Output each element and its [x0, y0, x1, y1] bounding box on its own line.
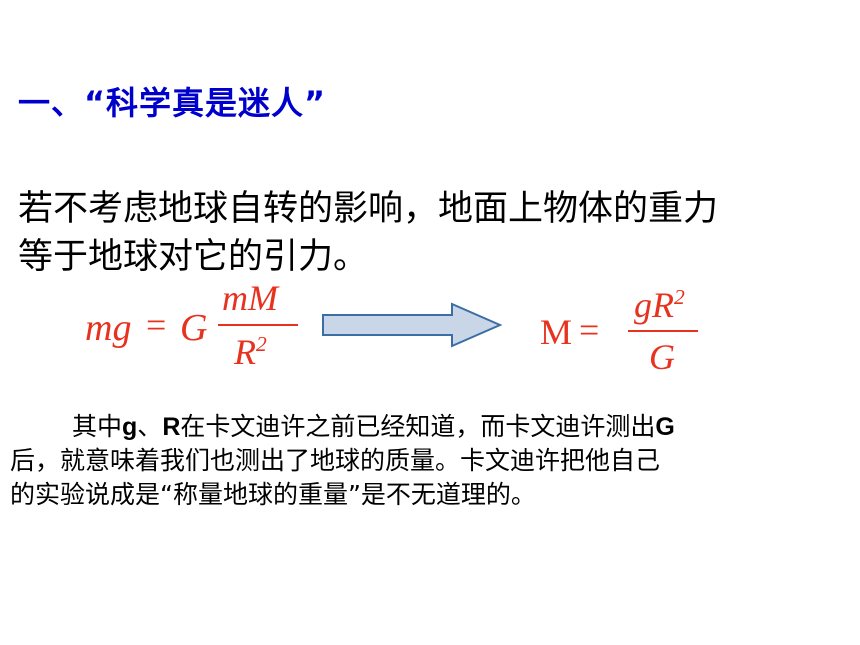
formula-right-fraction-bar — [628, 330, 698, 332]
formula-left-equals: = — [146, 305, 167, 345]
formula-right-numerator-base: gR — [634, 285, 674, 325]
right-arrow-icon — [322, 302, 503, 348]
intro-line-2: 等于地球对它的引力。 — [18, 237, 369, 277]
formula-left-numerator: mM — [222, 278, 278, 318]
paragraph-line-1: 其中g、R在卡文迪许之前已经知道，而卡文迪许测出G — [10, 410, 836, 444]
paragraph-text-1: 其中 — [72, 412, 123, 441]
paragraph-text-2: 、 — [137, 412, 163, 441]
formula-left-fraction-bar — [218, 324, 298, 326]
formula-right-lhs: M — [540, 312, 573, 352]
slide-heading: 一、“科学真是迷人” — [18, 84, 327, 122]
formula-left-coef: G — [180, 307, 208, 349]
paragraph-line-2: 后，就意味着我们也测出了地球的质量。卡文迪许把他自己 — [10, 446, 661, 475]
paragraph-line-3: 的实验说成是“称量地球的重量”是不无道理的。 — [10, 480, 536, 509]
formula-left-denominator: R2 — [234, 331, 267, 373]
formula-left-lhs: mg — [85, 307, 132, 349]
intro-line-1: 若不考虑地球自转的影响，地面上物体的重力 — [18, 189, 719, 229]
formula-left-denominator-exp: 2 — [256, 332, 267, 356]
paragraph-text-3: 在卡文迪许之前已经知道，而卡文迪许测出 — [180, 412, 656, 441]
formula-right-numerator: gR2 — [634, 284, 685, 326]
symbol-G: G — [655, 413, 675, 441]
formula-left-denominator-base: R — [234, 332, 256, 372]
symbol-g: g — [122, 413, 138, 441]
intro-text: 若不考虑地球自转的影响，地面上物体的重力 等于地球对它的引力。 — [18, 185, 848, 281]
explanation-paragraph: 其中g、R在卡文迪许之前已经知道，而卡文迪许测出G 后，就意味着我们也测出了地球… — [10, 410, 836, 512]
formula-right-numerator-exp: 2 — [674, 285, 685, 309]
symbol-r: R — [162, 413, 181, 441]
formula-right-equals: = — [579, 310, 600, 350]
formula-right-denominator: G — [649, 337, 675, 377]
